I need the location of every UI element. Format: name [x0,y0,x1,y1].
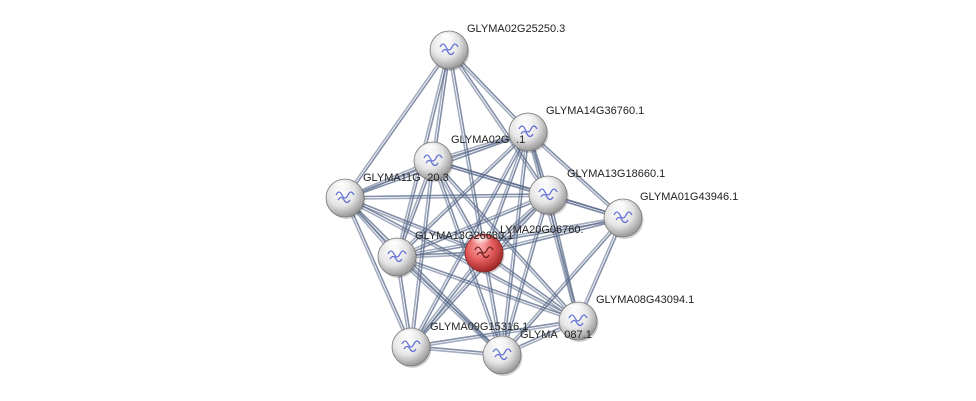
interaction-edge[interactable] [482,131,528,253]
node-highlight [488,338,512,352]
protein-node[interactable] [391,327,432,368]
node-highlight [383,240,407,254]
node-highlight [470,236,494,250]
node-label: GLYMA14G36760.1 [546,105,644,117]
protein-node[interactable] [482,335,523,376]
interaction-edge[interactable] [548,194,580,321]
interaction-edge[interactable] [484,218,624,255]
interaction-edge[interactable] [396,193,548,257]
node-label: GLYMA 087.1 [520,329,592,341]
interaction-edge[interactable] [411,253,486,349]
interaction-edge[interactable] [546,195,578,322]
protein-node[interactable] [558,301,599,342]
interaction-edge[interactable] [397,255,579,321]
interaction-edge[interactable] [449,48,550,195]
interaction-edge[interactable] [409,251,484,347]
interaction-edge[interactable] [526,132,578,322]
interaction-edge[interactable] [410,319,578,347]
node-label: GLYMA02G25250.3 [467,23,565,35]
node-highlight [534,178,558,192]
protein-node[interactable] [528,175,569,216]
protein-node[interactable] [377,237,418,278]
interaction-edge[interactable] [343,198,502,357]
interaction-edge[interactable] [344,193,548,198]
interaction-edge[interactable] [409,131,528,347]
node-label: GLYMA02G .1 [451,134,525,146]
interaction-edge[interactable] [396,257,578,323]
node-highlight [564,304,588,318]
node-label: GLYMA13G26680.1 [415,230,513,242]
interaction-edge[interactable] [502,218,625,357]
node-highlight [397,330,421,344]
node-label: GLYMA01G43946.1 [640,191,738,203]
interaction-edge[interactable] [345,195,549,200]
interaction-edge[interactable] [500,194,548,355]
protein-node[interactable] [325,178,366,219]
interaction-edge[interactable] [343,48,449,198]
interaction-edge[interactable] [447,50,548,197]
interaction-edge[interactable] [528,130,625,218]
node-highlight [609,201,633,215]
protein-node[interactable] [429,30,470,71]
interaction-edge[interactable] [396,216,623,257]
interaction-edge[interactable] [397,218,624,259]
node-highlight [514,115,538,129]
node-label: GLYMA09G15316.1 [430,321,528,333]
node-label: GLYMA08G43094.1 [596,294,694,306]
node-highlight [331,181,355,195]
interaction-edge[interactable] [343,198,411,348]
interaction-edge[interactable] [344,198,578,323]
interaction-edge[interactable] [500,131,528,355]
interaction-edge[interactable] [395,257,502,357]
interaction-edge[interactable] [502,195,550,356]
interaction-edge[interactable] [345,196,504,355]
node-highlight [419,144,443,158]
protein-node[interactable] [413,141,454,182]
interaction-edge[interactable] [397,195,549,259]
interaction-edge[interactable] [411,321,579,349]
protein-node[interactable] [508,112,549,153]
interaction-edge[interactable] [526,132,623,220]
interaction-edge[interactable] [484,132,530,254]
interaction-edge[interactable] [345,50,451,200]
protein-node[interactable] [603,198,644,239]
node-highlight [435,33,459,47]
interaction-edge[interactable] [397,255,504,355]
node-label: GLYMA11G 20.3 [363,172,449,184]
node-label: GLYMA13G18660.1 [567,168,665,180]
interaction-edge[interactable] [345,197,413,347]
node-label: LYMA20G06760. [500,224,584,236]
protein-node[interactable] [464,233,505,274]
interaction-edge[interactable] [345,196,485,253]
interaction-edge[interactable] [345,196,579,321]
